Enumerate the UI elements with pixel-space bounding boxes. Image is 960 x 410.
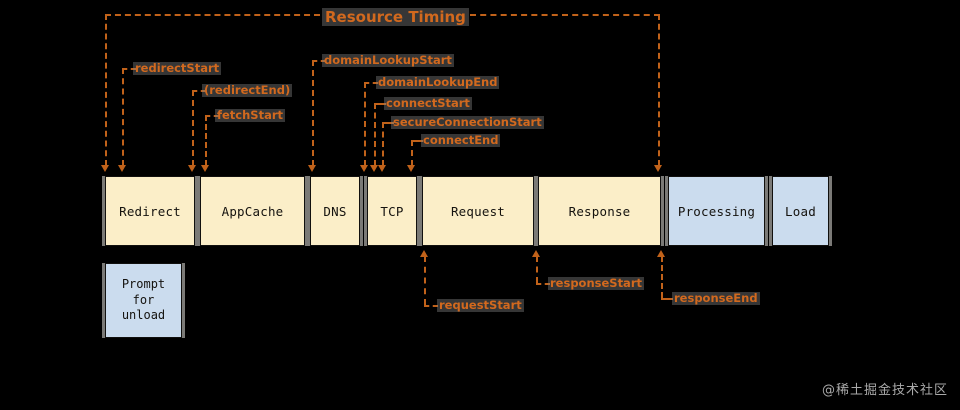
title-bracket-right [470, 14, 660, 16]
fetchStart-line [205, 115, 219, 117]
title-bracket-right-drop [658, 14, 660, 166]
requestStart-rise [424, 256, 426, 305]
connectStart-arrow [370, 165, 378, 172]
metric-label-responseEnd: responseEnd [672, 291, 760, 305]
connectEnd-line [411, 140, 423, 142]
prompt-line-3: unload [121, 308, 166, 323]
redirectStart-arrow [118, 165, 126, 172]
metric-label-connectEnd: connectEnd [421, 133, 501, 147]
phase-box-processing[interactable]: Processing [668, 176, 765, 246]
secureConnectionStart-line [382, 122, 394, 124]
title-bracket-left [105, 14, 320, 16]
connectEnd-drop [411, 140, 413, 166]
redirectStart-line [122, 68, 136, 70]
requestStart-arrow [420, 250, 428, 257]
redirectEnd-drop [192, 90, 194, 166]
domainLookupStart-arrow [308, 165, 316, 172]
phase-box-response[interactable]: Response [538, 176, 661, 246]
phase-box-tcp[interactable]: TCP [367, 176, 417, 246]
responseStart-arrow [532, 250, 540, 257]
domainLookupStart-drop [312, 60, 314, 166]
metric-label-domainLookupEnd: domainLookupEnd [376, 75, 500, 89]
connectStart-drop [374, 103, 376, 166]
secureConnectionStart-arrow [378, 165, 386, 172]
metric-label-redirect-end: (redirectEnd) [202, 83, 293, 97]
title-bracket-left-drop [105, 14, 107, 166]
prompt-line-2: for [132, 292, 155, 307]
redirectStart-drop [122, 68, 124, 166]
domainLookupEnd-arrow [360, 165, 368, 172]
responseEnd-arrow [657, 250, 665, 257]
metric-label-domainLookupStart: domainLookupStart [322, 53, 454, 67]
fetchStart-arrow [201, 165, 209, 172]
phase-box-redirect[interactable]: Redirect [105, 176, 195, 246]
domainLookupEnd-drop [364, 82, 366, 166]
title-bracket-right-arrow [654, 165, 662, 172]
responseEnd-rise [661, 256, 663, 298]
redirectEnd-line [192, 90, 206, 92]
fetchStart-drop [205, 115, 207, 166]
domainLookupStart-line [312, 60, 326, 62]
responseEnd-line [661, 298, 673, 300]
connectEnd-arrow [407, 165, 415, 172]
watermark: @稀土掘金技术社区 [821, 383, 948, 398]
redirectEnd-arrow [188, 165, 196, 172]
requestStart-line [424, 305, 438, 307]
secureConnectionStart-drop [382, 122, 384, 166]
metric-label-requestStart: requestStart [437, 298, 524, 312]
metric-label-responseStart: responseStart [548, 276, 644, 290]
phase-box-dns[interactable]: DNS [310, 176, 360, 246]
metric-label-connectStart: connectStart [384, 96, 472, 110]
metric-label-fetchStart: fetchStart [215, 108, 286, 122]
connectStart-line [374, 103, 386, 105]
metric-label-redirectStart: redirectStart [133, 61, 222, 75]
title-bracket-left-arrow [101, 165, 109, 172]
responseStart-line [536, 283, 550, 285]
prompt-for-unload-box[interactable]: Prompt for unload [105, 263, 182, 338]
phase-box-load[interactable]: Load [772, 176, 829, 246]
prompt-line-1: Prompt [121, 277, 166, 292]
responseStart-rise [536, 256, 538, 283]
metric-label-secureConnectionStart: secureConnectionStart [391, 115, 544, 129]
domainLookupEnd-line [364, 82, 378, 84]
diagram-title: Resource Timing [322, 8, 469, 26]
phase-box-request[interactable]: Request [422, 176, 534, 246]
phase-box-appcache[interactable]: AppCache [200, 176, 305, 246]
